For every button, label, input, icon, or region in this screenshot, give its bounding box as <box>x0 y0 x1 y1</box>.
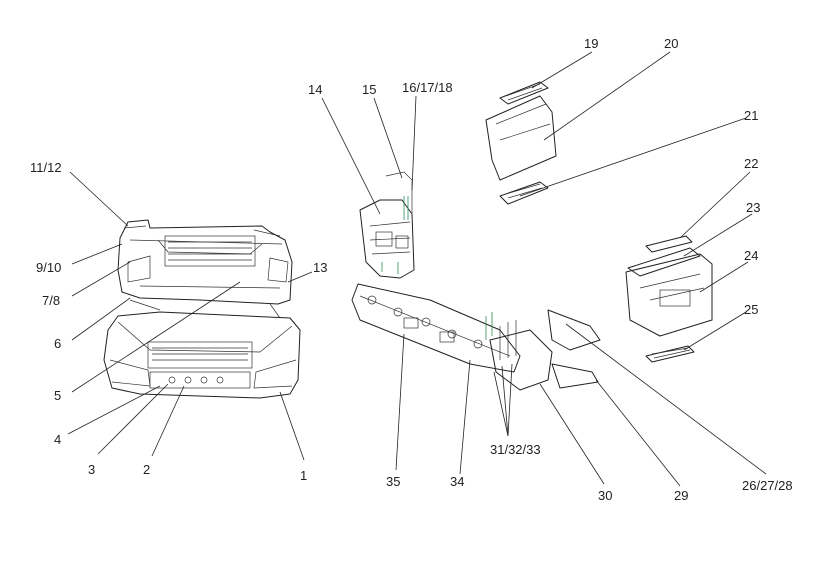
callout-2: 2 <box>143 462 150 477</box>
callout-6: 6 <box>54 336 61 351</box>
callout-31-32-33: 31/32/33 <box>490 442 541 457</box>
callout-4: 4 <box>54 432 61 447</box>
callout-14: 14 <box>308 82 322 97</box>
callout-25: 25 <box>744 302 758 317</box>
callout-5: 5 <box>54 388 61 403</box>
callout-26-27-28: 26/27/28 <box>742 478 793 493</box>
bumper-assembly-drawing <box>103 219 301 399</box>
callout-1: 1 <box>300 468 307 483</box>
callout-34: 34 <box>450 474 464 489</box>
callout-7-8: 7/8 <box>42 293 60 308</box>
callout-9-10: 9/10 <box>36 260 61 275</box>
callout-16-17-18: 16/17/18 <box>402 80 453 95</box>
callout-3: 3 <box>88 462 95 477</box>
bracket-assembly-drawing <box>351 171 601 391</box>
callout-21: 21 <box>744 108 758 123</box>
callout-24: 24 <box>744 248 758 263</box>
callout-labels: 1 2 3 4 5 6 7/8 9/10 11/12 13 14 15 16/1… <box>30 36 793 503</box>
callout-23: 23 <box>746 200 760 215</box>
callout-11-12: 11/12 <box>30 160 62 175</box>
callout-19: 19 <box>584 36 598 51</box>
callout-15: 15 <box>362 82 376 97</box>
leader-lines <box>67 51 767 487</box>
callout-35: 35 <box>386 474 400 489</box>
callout-20: 20 <box>664 36 678 51</box>
callout-30: 30 <box>598 488 612 503</box>
callout-13: 13 <box>313 260 327 275</box>
step-box-assembly-drawing <box>485 81 713 363</box>
callout-29: 29 <box>674 488 688 503</box>
callout-22: 22 <box>744 156 758 171</box>
